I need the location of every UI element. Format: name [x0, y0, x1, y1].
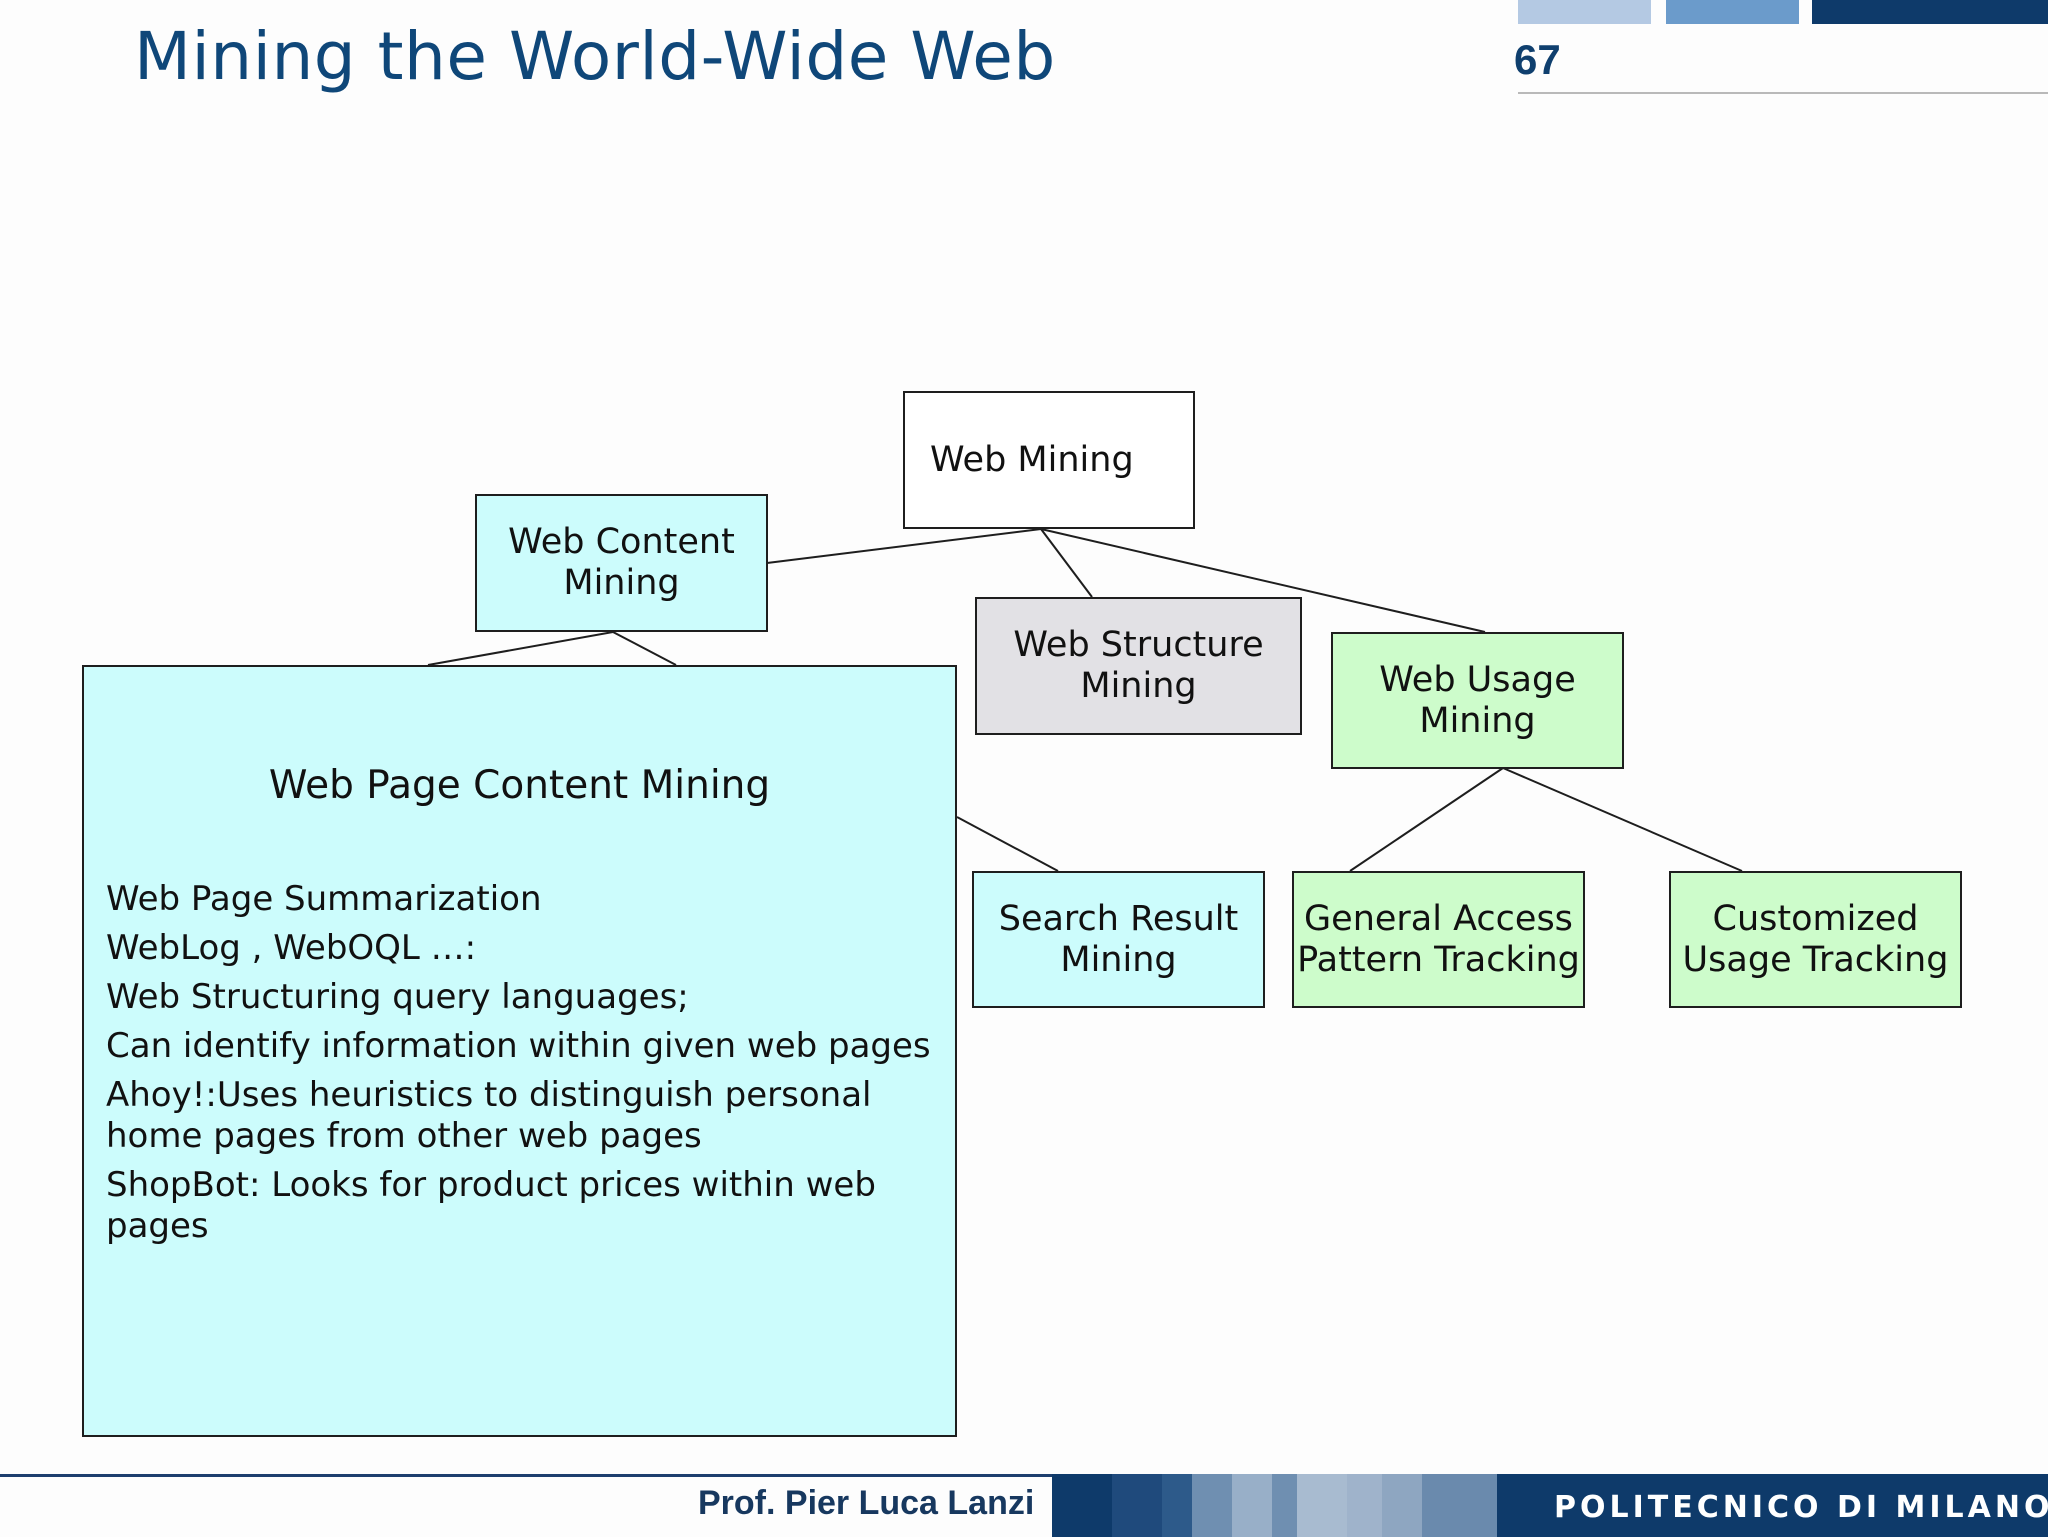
- detail-item: Can identify information within given we…: [106, 1026, 931, 1066]
- footer-rule: [0, 1474, 2048, 1477]
- detail-item: WebLog , WebOQL …:: [106, 928, 477, 968]
- line-content-to-right: [612, 631, 677, 666]
- node-web-structure-mining: Web Structure Mining: [975, 597, 1302, 735]
- line-usage-to-customized: [1502, 767, 1743, 872]
- line-to-search-result: [956, 816, 1059, 872]
- detail-item: Ahoy!:Uses heuristics to distinguish per…: [106, 1075, 872, 1156]
- header-block-dark: [1812, 0, 2048, 24]
- detail-list: Web Page Summarization WebLog , WebOQL ……: [106, 879, 936, 1255]
- footer-author: Prof. Pier Luca Lanzi: [698, 1484, 1035, 1522]
- footer-gradient-band: [1052, 1474, 2048, 1537]
- detail-item: Web Structuring query languages;: [106, 977, 689, 1017]
- line-mining-to-structure: [1040, 528, 1093, 598]
- web-page-content-mining-box: Web Page Content Mining Web Page Summari…: [82, 665, 957, 1437]
- page-number: 67: [1514, 36, 1561, 83]
- detail-item: ShopBot: Looks for product prices within…: [106, 1165, 876, 1246]
- node-customized-usage-tracking: Customized Usage Tracking: [1669, 871, 1962, 1008]
- slide-title: Mining the World-Wide Web: [134, 18, 1056, 95]
- node-web-content-mining: Web Content Mining: [475, 494, 768, 632]
- line-content-to-left: [427, 631, 614, 666]
- detail-title: Web Page Content Mining: [268, 763, 771, 808]
- header-block-light: [1518, 0, 1651, 24]
- line-usage-to-general: [1349, 767, 1504, 872]
- politecnico-logo: POLITECNICO DI MILANO: [1554, 1490, 2048, 1525]
- line-mining-to-content: [766, 528, 1042, 564]
- detail-item: Web Page Summarization: [106, 879, 542, 919]
- line-mining-to-usage: [1040, 528, 1486, 633]
- header-block-mid: [1666, 0, 1799, 24]
- header-rule: [1518, 92, 2048, 94]
- node-web-usage-mining: Web Usage Mining: [1331, 632, 1624, 769]
- node-search-result-mining: Search Result Mining: [972, 871, 1265, 1008]
- node-web-mining: Web Mining: [903, 391, 1195, 529]
- node-general-access-pattern-tracking: General Access Pattern Tracking: [1292, 871, 1585, 1008]
